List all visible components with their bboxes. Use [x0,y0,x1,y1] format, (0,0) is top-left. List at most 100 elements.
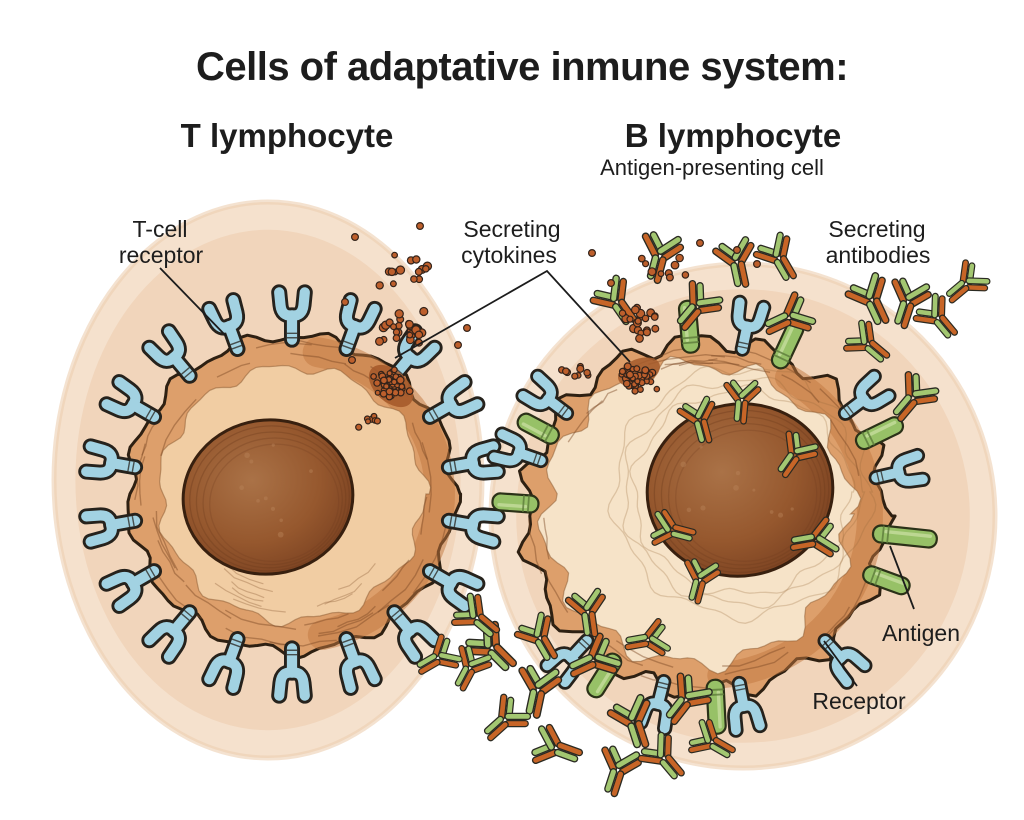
antibody-icon [676,279,724,332]
cytokine-dot-icon [463,324,472,333]
cytokine-dot-icon [386,370,393,377]
diagram-title: Cells of adaptative inmune system: [196,45,848,89]
cytokine-dot-icon [633,365,641,373]
cytokine-dot-icon [630,305,640,315]
cytokine-dot-icon [622,379,631,388]
antibody-icon [451,592,501,638]
svg-text:antibodies: antibodies [826,242,931,268]
cytokine-dot-icon [375,336,385,346]
svg-text:cytokines: cytokines [461,242,557,268]
cytokine-dot-icon [675,253,684,263]
antibody-particles [416,231,991,798]
y-receptor-icon [817,633,873,690]
cytokine-dot-icon [405,387,414,396]
antibody-icon [764,291,817,336]
antibody-icon [945,259,991,304]
cytokine-dot-icon [623,362,632,371]
y-receptor-icon [421,374,486,425]
antibody-icon [891,277,932,330]
antigen-rod-icon [516,412,560,445]
cytokine-dot-icon [364,418,372,425]
cytokine-dot-icon [341,298,350,307]
cytokine-dot-icon [641,366,650,375]
cytokine-dot-icon [412,255,421,264]
antibody-icon [601,745,642,798]
b-lymphocyte-heading: B lymphocyte [625,117,841,154]
cytokine-dot-icon [374,389,381,396]
y-receptor-icon [141,323,198,384]
antibody-icon [665,672,713,726]
cytokine-dot-icon [587,249,596,258]
cytokine-dot-icon [631,387,639,395]
cytokine-dot-icon [351,233,360,242]
cytokine-dot-icon [405,319,414,329]
label-antigen: Antigen [882,620,960,646]
y-receptor-icon [386,604,443,665]
cytokine-dot-icon [454,341,463,350]
y-receptor-icon [338,292,383,357]
cytokine-dot-icon [647,267,657,277]
antibody-icon [684,558,722,605]
antibody-icon [568,632,622,678]
cytokine-dot-icon [681,271,690,279]
cytokine-dot-icon [383,383,390,390]
antibody-icon [752,231,798,281]
y-receptor-icon [440,507,506,550]
antibody-icon [564,587,606,638]
cytokine-dot-icon [606,279,615,288]
cytokine-dot-icon [635,334,644,343]
cytokine-dot-icon [392,334,401,343]
y-receptor-icon [727,675,768,738]
y-receptor-icon [515,368,575,421]
antigen-rod-icon [491,492,540,514]
cytokine-dot-icon [380,376,388,385]
y-receptor-icon [78,507,144,550]
cytokine-dot-icon [695,239,704,248]
antibody-icon [531,723,584,765]
cytokine-dot-icon [626,315,634,323]
cytokine-dot-icon [618,367,627,375]
leader-receptor [823,640,858,687]
cytokine-dot-icon [419,306,429,317]
cytokine-dot-icon [398,383,406,390]
cytokine-dot-icon [390,323,398,331]
y-receptor-icon [201,292,246,357]
cytokine-dot-icon [373,379,381,387]
y-receptor-icon [141,604,198,665]
cytokine-dot-icon [634,378,641,385]
antibody-icon [606,693,651,749]
antigen-rod-icon [862,565,911,596]
cytokine-dots [341,222,761,431]
antibody-icon [483,693,532,742]
t-cell-nucleus [181,418,355,576]
y-receptor-icon [486,426,549,469]
antibody-icon [844,272,890,326]
y-receptor-icon [421,563,486,614]
cytokine-dot-icon [642,328,652,337]
cytokine-dot-icon [414,330,424,340]
y-receptor-icon [730,294,772,357]
y-receptor-icon [201,631,246,696]
cytokine-dot-icon [373,417,381,425]
antigen-rod-icon [770,319,805,370]
cytokine-dot-icon [389,280,397,288]
cytokine-dot-icon [421,264,430,273]
cytokine-dot-icon [576,364,585,373]
y-receptor-icon [271,284,313,348]
cytokine-dot-icon [562,367,570,376]
antibody-icon [712,236,755,288]
cytokine-dot-icon [355,423,363,431]
y-receptor-icon [338,631,383,696]
antibody-icon [624,617,671,657]
antibody-icon [637,731,685,780]
cytokine-dot-icon [634,317,642,325]
antibody-icon [912,292,959,339]
svg-text:Secreting: Secreting [828,216,925,242]
cytokine-dot-icon [375,281,384,290]
y-receptor-icon [98,374,163,425]
cytokine-dot-icon [583,368,591,377]
cytokine-dot-icon [625,370,634,379]
cytokine-dot-icon [653,385,661,393]
antibody-icon [688,718,736,759]
